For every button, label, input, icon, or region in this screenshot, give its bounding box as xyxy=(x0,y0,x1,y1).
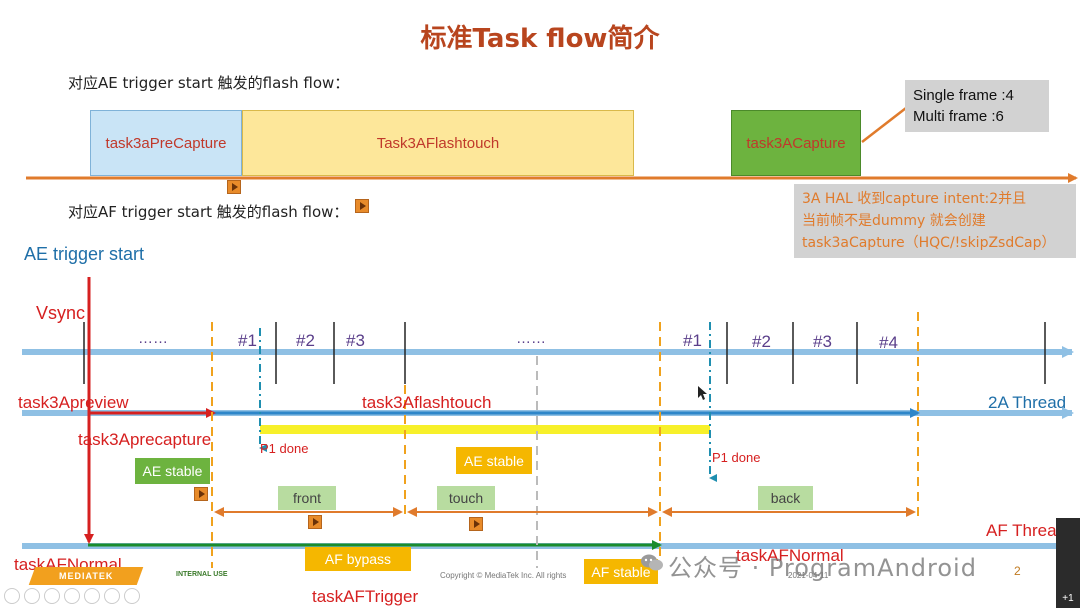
p1-done-label: P1 done xyxy=(260,441,309,456)
frame-ellipsis: …… xyxy=(138,330,168,347)
hal-note-line: task3aCapture（HQC/!skipZsdCap） xyxy=(802,235,1056,251)
ae-stable-tag: AE stable xyxy=(135,458,210,484)
task-af-normal-label: taskAFNormal xyxy=(736,546,844,565)
ae-trigger-start-label: AE trigger start xyxy=(24,244,145,264)
player-control-icon[interactable] xyxy=(24,588,40,604)
cursor-icon xyxy=(698,386,707,400)
af-bypass-tag: AF bypass xyxy=(305,547,411,571)
player-control-icon[interactable] xyxy=(124,588,140,604)
frame-label: #1 xyxy=(683,331,702,350)
p1-done-label: P1 done xyxy=(712,450,761,465)
task-af-trigger-label: taskAFTrigger xyxy=(312,587,419,606)
ae-stable-tag: AE stable xyxy=(456,447,532,474)
frame-count-note: Single frame :4 Multi frame :6 xyxy=(905,80,1049,132)
callout-line xyxy=(861,107,907,143)
internal-use-label: INTERNAL USE xyxy=(176,571,228,578)
task3aprecapture-label: task3Aprecapture xyxy=(78,430,212,449)
caption-af-flow: 对应AF trigger start 触发的flash flow： xyxy=(68,203,349,221)
frame-note-line: Single frame :4 xyxy=(913,87,1014,104)
logo-text: MEDIATEK xyxy=(58,571,114,581)
play-icon[interactable] xyxy=(194,487,208,501)
play-icon[interactable] xyxy=(227,180,241,194)
touch-tag: touch xyxy=(437,486,495,510)
player-control-icon[interactable] xyxy=(84,588,100,604)
front-tag: front xyxy=(278,486,336,510)
frame-label: #3 xyxy=(346,331,365,350)
watermark-text: 公众号 · ProgramAndroid xyxy=(668,554,977,582)
vsync-ticks xyxy=(83,322,1046,384)
frame-label: #1 xyxy=(238,331,257,350)
task3aflashtouch-label: task3Aflashtouch xyxy=(362,393,492,412)
player-control-icon[interactable] xyxy=(64,588,80,604)
copyright-text: Copyright © MediaTek Inc. All rights xyxy=(440,571,567,580)
frame-label: #2 xyxy=(752,332,771,351)
date-text: 2021-04-11 xyxy=(788,571,829,580)
side-badge[interactable]: +1 xyxy=(1056,518,1080,608)
page-title: 标准Task flow简介 xyxy=(420,24,660,54)
page-number: 2 xyxy=(1014,564,1021,578)
play-icon[interactable] xyxy=(355,199,369,213)
play-icon[interactable] xyxy=(308,515,322,529)
frame-label: #3 xyxy=(813,332,832,351)
frame-note-line: Multi frame :6 xyxy=(913,108,1004,125)
vsync-label: Vsync xyxy=(36,303,86,323)
frame-label: #2 xyxy=(296,331,315,350)
player-control-icon[interactable] xyxy=(104,588,120,604)
player-control-icon[interactable] xyxy=(4,588,20,604)
plus-one-label: +1 xyxy=(1062,593,1074,604)
player-control-bar xyxy=(4,588,140,604)
yellow-progress-bar xyxy=(260,425,710,434)
frame-ellipsis: …… xyxy=(516,330,546,347)
task3a-capture-box: task3ACapture xyxy=(731,110,861,176)
hal-note-line: 当前帧不是dummy 就会创建 xyxy=(802,213,986,229)
af-stable-tag: AF stable xyxy=(584,559,658,584)
task3apreview-label: task3Apreview xyxy=(18,393,129,412)
back-tag: back xyxy=(758,486,813,510)
thread-2a-label: 2A Thread xyxy=(988,393,1067,412)
player-control-icon[interactable] xyxy=(44,588,60,604)
caption-ae-flow: 对应AE trigger start 触发的flash flow： xyxy=(68,74,350,92)
task3a-flashtouch-box: Task3AFlashtouch xyxy=(242,110,634,176)
hal-capture-note: 3A HAL 收到capture intent:2并且 当前帧不是dummy 就… xyxy=(794,184,1076,258)
mediatek-logo: MEDIATEK xyxy=(28,567,144,585)
play-icon[interactable] xyxy=(469,517,483,531)
af-thread-label: AF Threa xyxy=(986,521,1057,540)
wechat-icon xyxy=(640,551,664,575)
task3a-precapture-box: task3aPreCapture xyxy=(90,110,242,176)
frame-label: #4 xyxy=(879,333,898,352)
hal-note-line: 3A HAL 收到capture intent:2并且 xyxy=(802,191,1027,207)
